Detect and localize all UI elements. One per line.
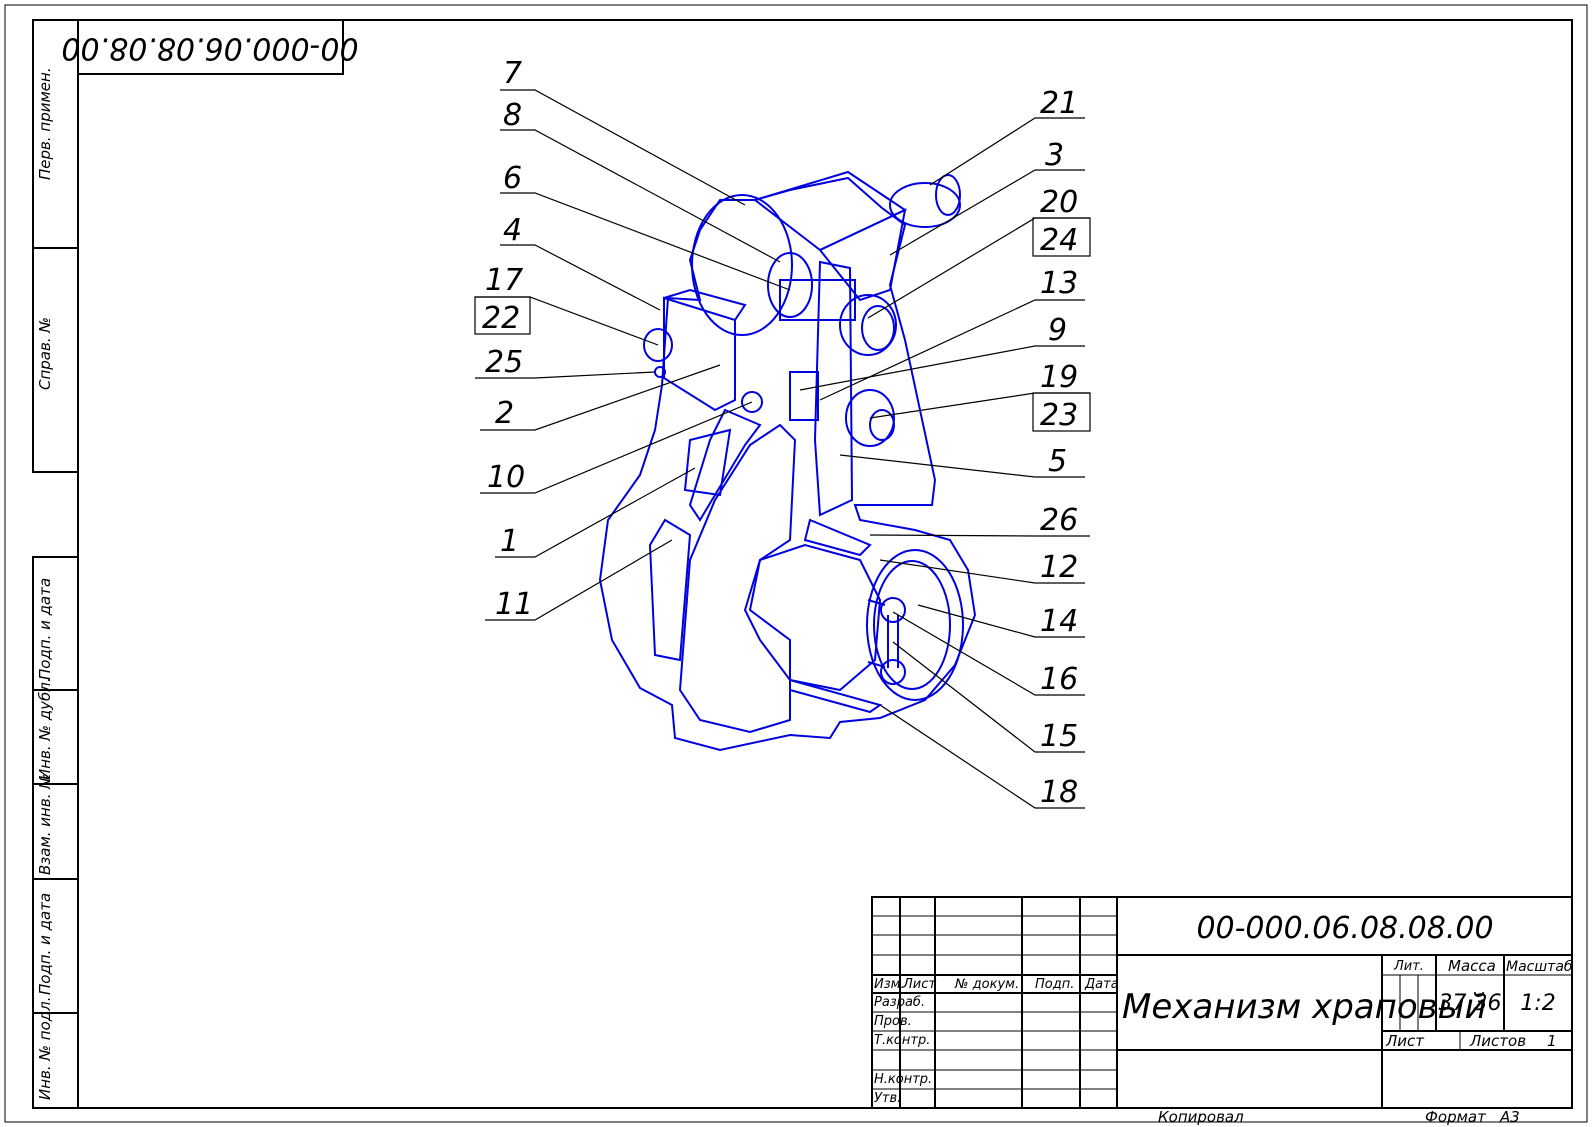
- format-label: Формат: [1425, 1108, 1487, 1126]
- side-label-inv-dubl: Инв. № дубл.: [36, 677, 54, 780]
- callout-19: 19: [1040, 360, 1078, 395]
- stamp-header-data: Дата: [1084, 977, 1119, 992]
- scale-label: Масштаб: [1506, 959, 1573, 975]
- side-label-inv-podl: Инв. № подл.: [36, 997, 54, 1100]
- callout-26: 26: [1040, 503, 1078, 538]
- drawing-title: Механизм храповый: [1122, 987, 1487, 1027]
- side-label-podp-data-2: Подп. и дата: [36, 893, 54, 995]
- callout-23: 23: [1040, 398, 1078, 433]
- stamp-row-razrab: Разраб.: [874, 995, 925, 1010]
- callout-21: 21: [1040, 86, 1078, 121]
- stamp-header-podp: Подп.: [1035, 977, 1074, 992]
- side-label-vzam-inv: Взам. инв. №: [36, 773, 54, 875]
- sheet-label: Лист: [1385, 1032, 1425, 1050]
- mass-value: 37,36: [1439, 991, 1502, 1016]
- side-label-sprav: Справ. №: [36, 317, 54, 390]
- callout-12: 12: [1040, 550, 1078, 585]
- link-16: [867, 597, 906, 685]
- nut-19: [789, 371, 895, 447]
- callouts-left: 7 8 6 4 17 22 25 2 10 1 11: [482, 56, 533, 622]
- callout-4: 4: [503, 213, 522, 248]
- callout-8: 8: [503, 98, 522, 133]
- nut-21: [889, 174, 961, 228]
- document-code: 00-000.06.08.08.00: [1196, 911, 1493, 946]
- format-value: А3: [1499, 1108, 1520, 1126]
- stamp-header-list: Лист: [902, 977, 936, 992]
- leader-lines: [474, 89, 1091, 809]
- stamp-header-dokum: № докум.: [954, 977, 1019, 992]
- lit-label: Лит.: [1393, 959, 1424, 974]
- stamp-row-prov: Пров.: [874, 1014, 912, 1029]
- stamp-row-utv: Утв.: [874, 1091, 901, 1106]
- outer-border: [4, 4, 1588, 1123]
- callout-16: 16: [1040, 662, 1078, 697]
- callout-17: 17: [485, 263, 523, 298]
- callout-22: 22: [482, 301, 520, 336]
- stamp-row-nkontr: Н.контр.: [874, 1072, 932, 1087]
- callout-9: 9: [1048, 313, 1067, 348]
- callout-5: 5: [1048, 444, 1067, 479]
- sheets-count: 1: [1547, 1032, 1557, 1050]
- sheets-label: Листов: [1469, 1032, 1526, 1050]
- scale-value: 1:2: [1520, 991, 1555, 1016]
- stamp-row-tkontr: Т.контр.: [874, 1033, 930, 1048]
- left-side-strip: Перв. примен. Справ. № Подп. и дата Инв.…: [32, 19, 79, 1109]
- callout-25: 25: [485, 345, 523, 380]
- callout-13: 13: [1040, 266, 1078, 301]
- side-label-podp-data-1: Подп. и дата: [36, 578, 54, 680]
- title-block: Изм. Лист № докум. Подп. Дата Разраб. Пр…: [871, 896, 1573, 1126]
- bolt-17: [643, 328, 673, 378]
- callout-3: 3: [1045, 138, 1064, 173]
- callout-10: 10: [487, 460, 525, 495]
- side-label-perv-primen: Перв. примен.: [36, 67, 54, 180]
- nut-20: [779, 279, 897, 356]
- callout-1: 1: [500, 524, 519, 559]
- callout-6: 6: [503, 161, 522, 196]
- callout-11: 11: [495, 587, 533, 622]
- callout-18: 18: [1040, 775, 1078, 810]
- callout-7: 7: [503, 56, 522, 91]
- callout-24: 24: [1040, 223, 1078, 258]
- top-code-text: 00-000.06.08.08.00: [61, 31, 358, 66]
- callout-15: 15: [1040, 719, 1078, 754]
- callout-14: 14: [1040, 604, 1078, 639]
- copied-label: Копировал: [1158, 1108, 1244, 1126]
- stamp-header-izm: Изм.: [874, 977, 905, 992]
- ratchet-mechanism-drawing: [598, 170, 977, 752]
- top-code-box: 00-000.06.08.08.00: [61, 19, 359, 75]
- mass-label: Масса: [1448, 957, 1496, 975]
- callouts-right: 21 3 20 24 13 9 19 23 5 26 12 14 16 15 1…: [1040, 86, 1078, 810]
- callout-20: 20: [1040, 185, 1078, 220]
- callout-2: 2: [495, 396, 514, 431]
